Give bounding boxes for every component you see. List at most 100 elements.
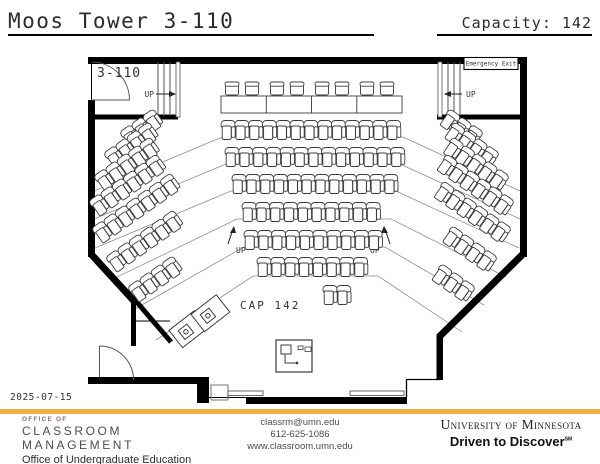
seat [231,174,247,194]
seat [234,120,250,140]
contact-web: www.classroom.umn.edu [247,441,353,452]
seat [310,202,326,222]
seat [328,174,344,194]
room-number-label: 3-110 [97,66,141,81]
seat [383,174,399,194]
seat [286,174,302,194]
seat [336,285,352,305]
footer-university-block: University of Minnesota Driven to Discov… [428,417,594,449]
seat [339,257,355,277]
seat [271,230,287,250]
stairs-left [156,61,181,118]
seat [270,257,286,277]
seat [340,230,356,250]
stairs-right [437,61,462,118]
seat [297,257,314,277]
seat [238,147,254,167]
seat [261,120,278,140]
chair [314,81,330,96]
seat [272,174,289,194]
seat [325,257,341,277]
seat [344,120,360,140]
whiteboards [227,390,405,396]
seat [311,257,327,277]
chair [379,81,395,96]
seat [257,230,273,250]
classroom-management-label: CLASSROOM MANAGEMENT [22,424,135,452]
university-tagline: Driven to DiscoverSM [428,434,594,449]
seat [307,147,323,167]
seat [243,230,259,250]
tagline-text: Driven to Discover [449,434,565,449]
seat [293,147,309,167]
seat [348,147,364,167]
seat [296,202,312,222]
seat [362,147,378,167]
aisle-arrow-right [381,226,391,245]
seat [282,202,299,222]
undergrad-education-label: Office of Undergraduate Education [22,454,192,464]
seat [289,120,305,140]
seat [338,202,354,222]
seat [284,230,301,250]
emergency-exit-label: Emergency Exit [466,61,517,68]
seat [353,257,369,277]
seat [303,120,319,140]
seat [259,174,275,194]
seat [298,230,314,250]
instructor-table [190,293,231,333]
seating-area [87,81,516,305]
seat [367,230,383,250]
seat [321,147,337,167]
seat [353,230,370,250]
seat [269,202,285,222]
seat [334,147,351,167]
seat [390,147,406,167]
capacity-label: Capacity: 142 [461,14,592,32]
seat [265,147,282,167]
gold-divider-bar [0,409,600,414]
footer-contact-block: classrm@umn.edu 612-625-1086 www.classro… [215,417,385,453]
seat [312,230,328,250]
seat [256,257,272,277]
page-title-underline: Moos Tower 3-110 [8,4,374,36]
office-of-label: OFFICE OF [22,416,68,423]
chair [289,81,305,96]
seat [324,202,340,222]
seat [351,202,368,222]
seat [300,174,316,194]
chair [244,81,260,96]
floor-plan-svg: UP UP Emergency Exit 3-110 UP UP CAP 142 [87,56,527,404]
seat [248,120,264,140]
footer-office-block: OFFICE OF CLASSROOM MANAGEMENT Office of… [22,416,232,464]
seat [252,147,268,167]
seat [220,120,236,140]
contact-phone: 612-625-1086 [270,429,330,440]
seat [330,120,347,140]
seat [326,230,342,250]
chair [269,81,285,96]
seat [241,202,257,222]
seat [255,202,271,222]
seat [275,120,291,140]
seat [341,174,358,194]
seat [224,147,240,167]
seat [372,120,388,140]
chair [334,81,350,96]
up-label-aisle-left: UP [236,246,246,255]
seat [376,147,392,167]
seat [284,257,300,277]
seat [317,120,333,140]
chair [359,81,375,96]
up-label-stairs-right: UP [466,90,476,99]
seat [369,174,385,194]
emergency-exit-box [463,56,519,71]
seat [322,285,338,305]
up-label-stairs-left: UP [144,90,154,99]
university-wordmark: University of Minnesota [440,417,582,432]
seat [358,120,374,140]
seat [245,174,261,194]
back-tables [220,95,403,114]
plan-date: 2025-07-15 [10,392,73,403]
